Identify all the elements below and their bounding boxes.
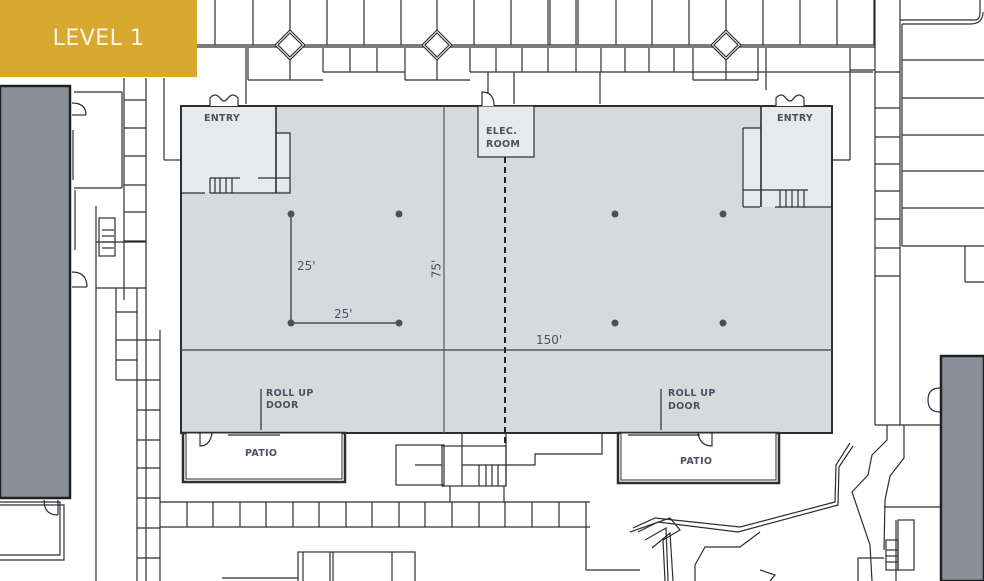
dimension-150ft: 150' <box>536 333 563 347</box>
level-label: LEVEL 1 <box>52 26 145 51</box>
rollup-door-right-line1: ROLL UP <box>668 388 716 399</box>
entry-left-label: ENTRY <box>204 113 241 124</box>
elec-room-label-line1: ELEC. <box>486 126 518 137</box>
neighbor-building-left <box>0 84 72 500</box>
patios <box>181 431 781 485</box>
patio-right-label: PATIO <box>680 456 713 467</box>
level-badge: LEVEL 1 <box>0 0 197 77</box>
dimension-25ft-horizontal: 25' <box>334 307 353 321</box>
rollup-door-left-line1: ROLL UP <box>266 388 314 399</box>
dimension-75ft: 75' <box>429 259 444 279</box>
rollup-door-right-line2: DOOR <box>668 401 701 412</box>
neighbor-building-right <box>939 354 984 581</box>
elec-room-label-line2: ROOM <box>486 139 521 150</box>
right-building-details <box>885 387 941 571</box>
entry-right-label: ENTRY <box>777 113 814 124</box>
main-building <box>180 91 833 445</box>
rollup-door-left-line2: DOOR <box>266 400 299 411</box>
left-building-details <box>0 102 116 561</box>
dimension-25ft-vertical: 25' <box>297 259 316 273</box>
site-hardscape <box>74 0 984 581</box>
structural-columns <box>287 210 727 327</box>
patio-left-label: PATIO <box>245 448 278 459</box>
